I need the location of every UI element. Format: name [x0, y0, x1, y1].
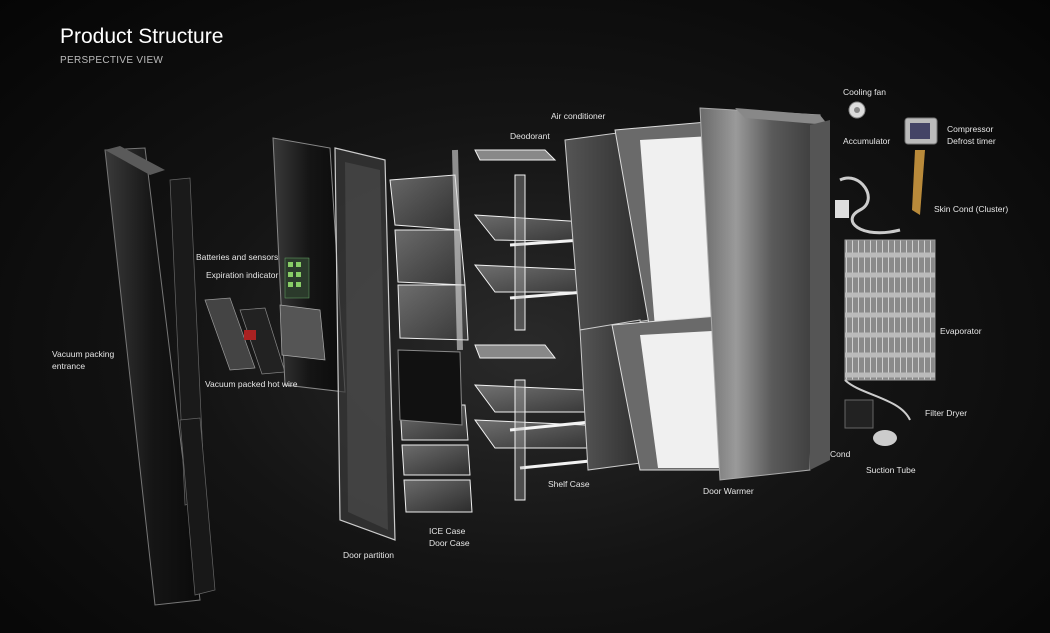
page-subtitle: PERSPECTIVE VIEW — [60, 55, 164, 66]
left-door — [104, 146, 216, 606]
label-door-partition: Door partition — [343, 550, 395, 560]
mechanical-parts — [835, 101, 938, 446]
label-cond: Cond — [830, 449, 851, 459]
door-partition — [334, 147, 396, 541]
label-ice-case: ICE Case — [429, 526, 466, 536]
label-accumulator: Accumulator — [843, 136, 891, 146]
label-evaporator: Evaporator — [940, 326, 982, 336]
label-skin-cond: Skin Cond (Cluster) — [934, 204, 1009, 214]
shelves — [473, 149, 621, 501]
label-door-case: Door Case — [429, 538, 470, 548]
label-vacuum-packing-entrance-line1: Vacuum packing — [52, 349, 115, 359]
label-cooling-fan: Cooling fan — [843, 87, 887, 97]
cabinet — [699, 107, 830, 481]
label-vacuum-packed-hot-wire: Vacuum packed hot wire — [205, 379, 298, 389]
door-with-display — [272, 137, 346, 393]
label-door-warmer: Door Warmer — [703, 486, 754, 496]
label-deodorant: Deodorant — [510, 131, 550, 141]
label-air-conditioner: Air conditioner — [551, 111, 606, 121]
vacuum-hot-wire-module — [204, 297, 286, 375]
label-suction-tube: Suction Tube — [866, 465, 916, 475]
label-defrost-timer: Defrost timer — [947, 136, 996, 146]
label-filter-dryer: Filter Dryer — [925, 408, 968, 418]
door-cases — [389, 149, 473, 513]
label-batteries-and-sensors: Batteries and sensors — [196, 252, 279, 262]
label-vacuum-packing-entrance-line2: entrance — [52, 361, 86, 371]
label-shelf-case: Shelf Case — [548, 479, 590, 489]
label-expiration-indicator: Expiration indicator — [206, 270, 279, 280]
label-compressor: Compressor — [947, 124, 994, 134]
page-title: Product Structure — [60, 25, 224, 48]
